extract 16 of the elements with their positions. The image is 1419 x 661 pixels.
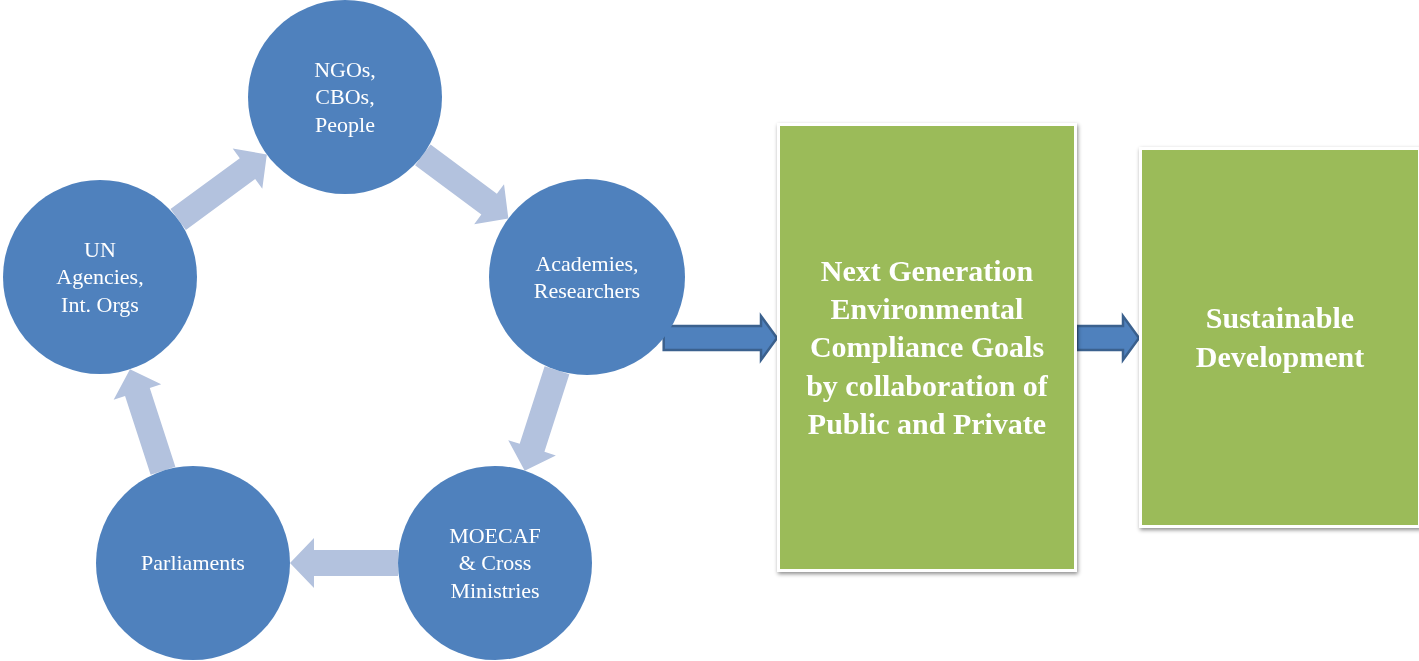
goal-text: Sustainable Development (1194, 300, 1366, 375)
block-arrow (508, 366, 570, 471)
goal-text: Next Generation Environmental Compliance Goals by collaboration of Public and Private (805, 253, 1049, 442)
stakeholder-label: Academies, Researchers (532, 249, 642, 305)
block-arrow (662, 312, 779, 364)
block-arrow (290, 538, 398, 588)
block-arrow (113, 369, 176, 475)
block-arrow (170, 148, 267, 231)
stakeholder-label: Parliaments (141, 549, 245, 577)
stakeholder-label: MOECAF & Cross Ministries (448, 521, 542, 605)
goal-box (777, 123, 1077, 572)
stakeholder-label: NGOs, CBOs, People (313, 55, 377, 139)
block-arrow (415, 144, 509, 225)
stakeholder-label: UN Agencies, Int. Orgs (55, 235, 145, 319)
block-arrow (1075, 312, 1141, 364)
goal-box (1139, 147, 1419, 528)
